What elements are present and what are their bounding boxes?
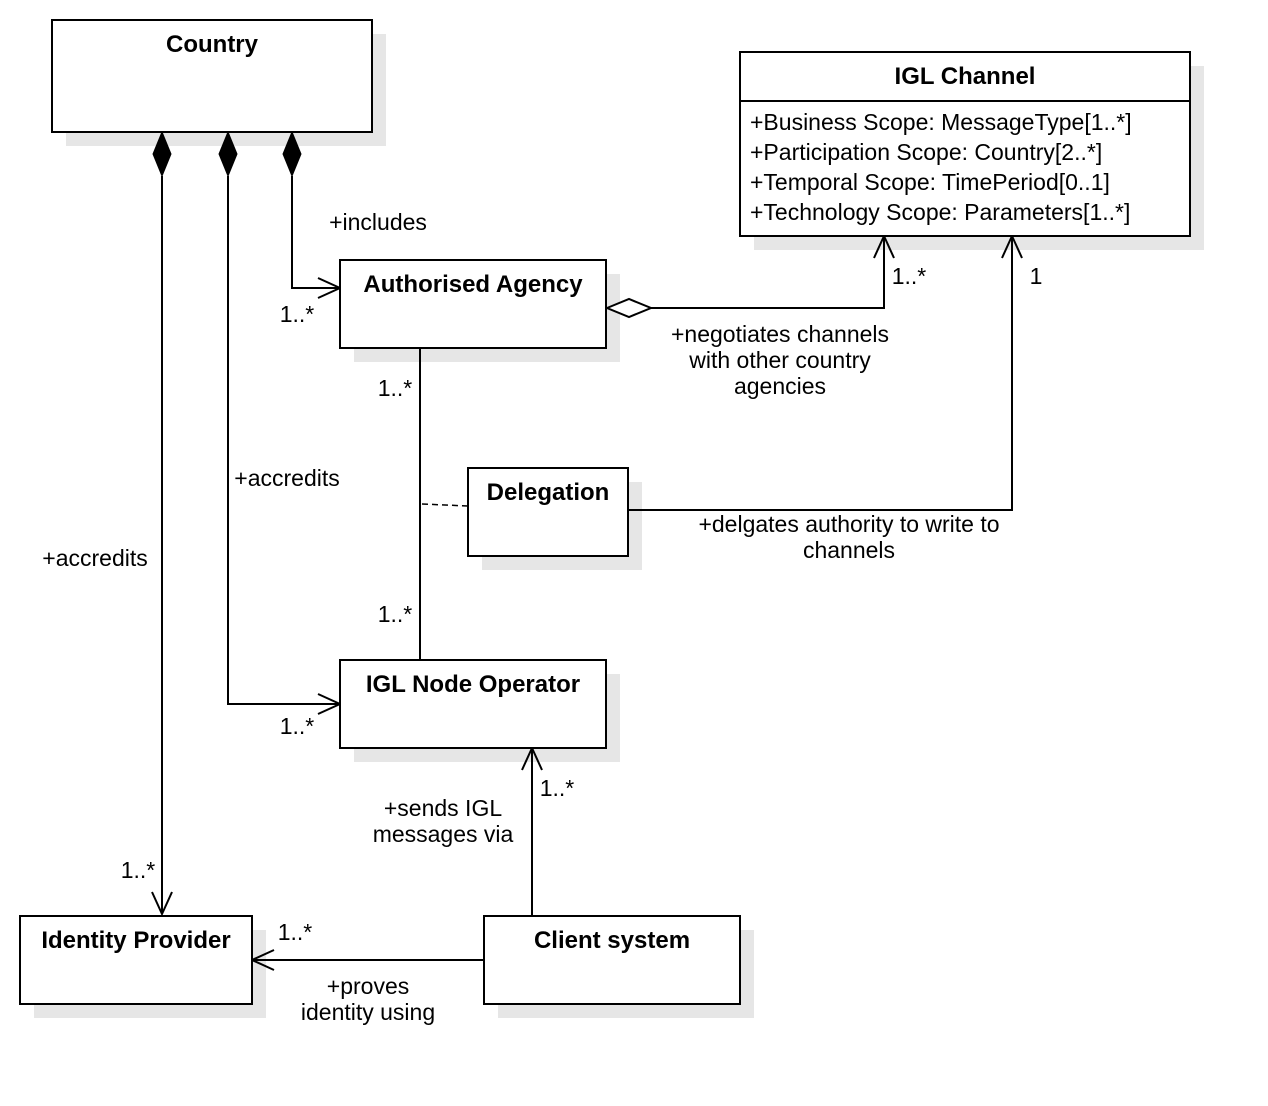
accredits-idp-arrowhead	[151, 891, 173, 917]
attribute-temporal-scope: +Temporal Scope: TimePeriod[0..1]	[750, 169, 1110, 195]
class-igl-channel-title: IGL Channel	[895, 63, 1036, 90]
includes-label: +includes	[329, 209, 427, 235]
class-authorised-agency-title: Authorised Agency	[363, 271, 583, 298]
class-client-system-title: Client system	[534, 927, 690, 954]
delegates-line	[628, 236, 1013, 511]
negotiates-multiplicity: 1..*	[892, 263, 927, 289]
attribute-business-scope: +Business Scope: MessageType[1..*]	[750, 109, 1132, 135]
negotiates-line	[651, 236, 885, 309]
accredits-operator-line	[227, 176, 340, 705]
proves-label-line-2: identity using	[301, 999, 435, 1025]
class-igl-channel: IGL Channel +Business Scope: MessageType…	[739, 51, 1191, 237]
sends-label-line-1: +sends IGL	[384, 795, 502, 821]
aggregation-diamond-channel	[604, 297, 654, 319]
proves-multiplicity: 1..*	[278, 919, 313, 945]
attribute-participation-scope: +Participation Scope: Country[2..*]	[750, 139, 1102, 165]
accredits-idp-multiplicity: 1..*	[121, 857, 156, 883]
sends-multiplicity: 1..*	[540, 775, 575, 801]
class-identity-provider: Identity Provider	[19, 915, 253, 1005]
composition-diamond-agency	[282, 130, 302, 178]
delegates-multiplicity: 1	[1030, 263, 1043, 289]
delegates-label-line-1: +delgates authority to write to	[698, 511, 999, 537]
negotiates-label-line-2: with other country	[688, 347, 871, 373]
class-delegation-title: Delegation	[487, 479, 610, 506]
includes-multiplicity: 1..*	[280, 301, 315, 327]
class-client-system: Client system	[483, 915, 741, 1005]
composition-diamond-operator	[218, 130, 238, 178]
proves-label-line-1: +proves	[327, 973, 409, 999]
accredits-idp-label: +accredits	[42, 545, 147, 571]
class-delegation: Delegation	[467, 467, 629, 557]
association-labels: +includes +accredits +accredits +negotia…	[42, 209, 999, 1025]
negotiates-label-line-3: agencies	[734, 373, 826, 399]
agency-end-multiplicity: 1..*	[378, 375, 413, 401]
sends-label-line-2: messages via	[373, 821, 514, 847]
attribute-technology-scope: +Technology Scope: Parameters[1..*]	[750, 199, 1130, 225]
negotiates-label-line-1: +negotiates channels	[671, 321, 889, 347]
accredits-operator-label: +accredits	[234, 465, 339, 491]
association-diamonds	[152, 130, 654, 319]
class-igl-node-operator: IGL Node Operator	[339, 659, 607, 749]
composition-diamond-idp	[152, 130, 172, 178]
operator-end-multiplicity: 1..*	[378, 601, 413, 627]
class-country-title: Country	[166, 31, 259, 58]
includes-association-line	[291, 176, 340, 289]
delegation-dashed-link	[421, 503, 469, 507]
class-identity-provider-title: Identity Provider	[41, 927, 230, 954]
class-igl-node-operator-title: IGL Node Operator	[366, 671, 580, 698]
class-country: Country	[51, 19, 373, 133]
multiplicities: 1..* 1..* 1..* 1..* 1 1..* 1..* 1..* 1..…	[121, 263, 1043, 945]
delegates-label-line-2: channels	[803, 537, 895, 563]
accredits-operator-multiplicity: 1..*	[280, 713, 315, 739]
class-authorised-agency: Authorised Agency	[339, 259, 607, 349]
